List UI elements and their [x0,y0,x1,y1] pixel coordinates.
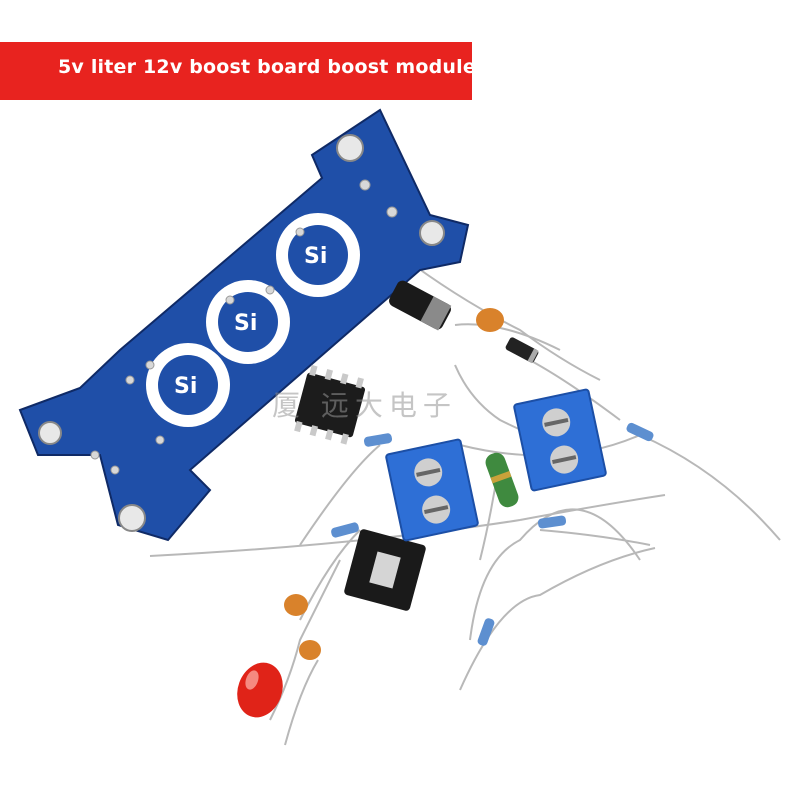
svg-text:Si: Si [234,311,257,336]
svg-text:Si: Si [304,244,327,269]
inductor [485,452,519,508]
red-led [237,662,283,718]
pcb-board: Si Si Si [18,108,470,542]
resistors [331,422,654,646]
screw-terminal-2 [513,388,607,492]
banner-title: 5v liter 12v boost board boost module [58,56,476,78]
ic-chip [294,364,366,445]
ceramic-capacitors [284,308,504,660]
watermark-text: 厦 远大电子 [272,389,457,422]
ic-socket [344,529,426,611]
title-banner: 5v liter 12v boost board boost module [0,42,476,100]
product-photo: Si Si Si [18,108,781,746]
screw-terminal-1 [385,438,479,542]
diode [505,337,539,364]
electrolytic-capacitor [389,280,452,331]
svg-text:Si: Si [174,374,197,399]
